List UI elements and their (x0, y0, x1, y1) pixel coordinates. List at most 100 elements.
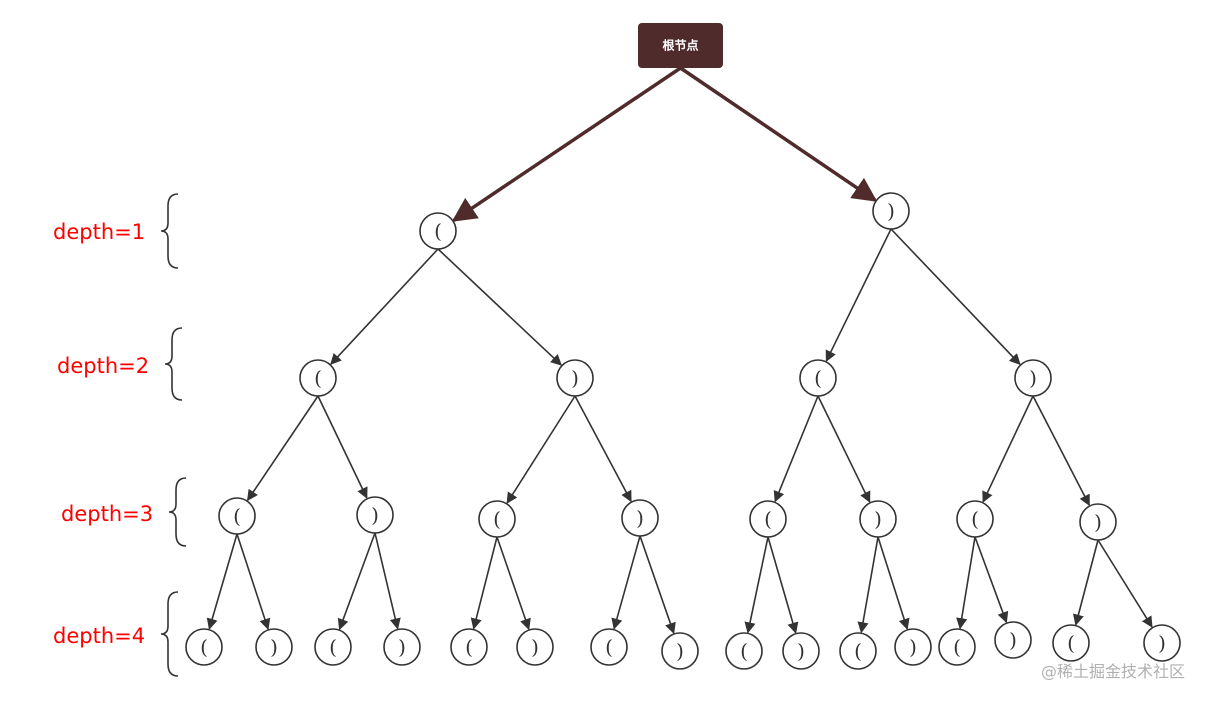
tree-node (419, 212, 457, 250)
tree-node (478, 500, 516, 538)
tree-node (299, 359, 337, 397)
tree-node (799, 359, 837, 397)
tree-node (1079, 503, 1117, 541)
tree-edge (496, 536, 531, 631)
tree-node-label: ) (797, 639, 805, 663)
tree-node (383, 628, 421, 666)
tree-node (894, 628, 932, 666)
root-edge-1 (451, 66, 682, 222)
tree-edge (825, 228, 892, 362)
tree-node (1052, 624, 1090, 662)
tree-edge (611, 535, 641, 630)
tree-edge (890, 228, 1021, 366)
tree-node-label: ) (1094, 510, 1102, 534)
tree-node (255, 628, 293, 666)
tree-node-label: ) (398, 635, 406, 659)
tree-node-label: ) (1158, 631, 1166, 655)
tree-node (872, 192, 910, 230)
tree-edge (767, 536, 799, 634)
tree-edge (956, 536, 976, 630)
tree-node-label: ( (953, 635, 961, 659)
tree-edge (330, 248, 439, 365)
tree-node-label: ( (434, 219, 442, 243)
tree-edge (773, 395, 819, 503)
tree-edge (744, 536, 769, 634)
tree-node-label: ) (1009, 628, 1017, 652)
tree-edge (317, 395, 368, 499)
tree-node-label: ( (493, 507, 501, 531)
tree-node (621, 499, 659, 537)
tree-node (314, 628, 352, 666)
tree-node (859, 500, 897, 538)
tree-node-label: ( (233, 504, 241, 528)
tree-edge (337, 532, 376, 631)
tree-edge (1072, 539, 1099, 626)
tree-node (725, 632, 763, 670)
depth-label-1: depth=1 (53, 220, 146, 244)
tree-node (1014, 359, 1052, 397)
tree-node-label: ) (636, 506, 644, 530)
tree-edge (470, 536, 498, 630)
tree-node-label: ( (854, 639, 862, 663)
tree-node-label: ( (329, 635, 337, 659)
tree-node (556, 359, 594, 397)
depth-label-2: depth=2 (57, 354, 150, 378)
depth-brace (160, 591, 179, 677)
tree-node-label: ( (465, 635, 473, 659)
tree-edge (857, 536, 879, 634)
tree-node (590, 628, 628, 666)
tree-node-label: ( (740, 639, 748, 663)
tree-node (782, 632, 820, 670)
tree-node-label: ( (814, 366, 822, 390)
tree-node-label: ) (270, 635, 278, 659)
tree-edge (236, 533, 271, 631)
watermark: @稀土掘金技术社区 (1040, 662, 1185, 681)
tree-edge (246, 395, 319, 502)
tree-node-label: ( (764, 507, 772, 531)
tree-node (185, 628, 223, 666)
tree-node-label: ( (605, 635, 613, 659)
root-node-label: 根节点 (662, 38, 698, 53)
tree-edge (1097, 539, 1153, 628)
tree-edge (639, 535, 676, 635)
tree-node (218, 497, 256, 535)
tree-edge (817, 395, 871, 503)
tree-edge (374, 532, 401, 630)
tree-node-label: ) (874, 507, 882, 531)
tree-node (839, 632, 877, 670)
tree-node (661, 632, 699, 670)
depth-label-4: depth=4 (53, 624, 146, 648)
tree-node (956, 500, 994, 538)
tree-edge (437, 248, 562, 366)
tree-node-label: ( (971, 507, 979, 531)
tree-node (1143, 624, 1181, 662)
tree-node (938, 628, 976, 666)
tree-node-label: ) (531, 635, 539, 659)
root-edge-2 (679, 66, 878, 202)
tree-node-label: ( (314, 366, 322, 390)
tree-node (994, 621, 1032, 659)
tree-node-label: ) (571, 366, 579, 390)
tree-node (516, 628, 554, 666)
depth-label-3: depth=3 (61, 502, 154, 526)
tree-node-label: ) (887, 199, 895, 223)
depth-brace (160, 193, 179, 269)
tree-node (356, 496, 394, 534)
depth-brace (168, 477, 187, 547)
root-node (638, 23, 723, 68)
tree-node (450, 628, 488, 666)
tree-node-label: ) (676, 639, 684, 663)
tree-node-label: ) (371, 503, 379, 527)
tree-edge (877, 536, 910, 630)
tree-edge (574, 395, 632, 503)
tree-edge (1032, 395, 1091, 507)
depth-brace (164, 327, 183, 401)
tree-node-label: ) (1029, 366, 1037, 390)
tree-node (749, 500, 787, 538)
tree-node-label: ( (200, 635, 208, 659)
tree-edge (974, 536, 1009, 624)
tree-node-label: ( (1067, 631, 1075, 655)
tree-edge (206, 533, 238, 630)
